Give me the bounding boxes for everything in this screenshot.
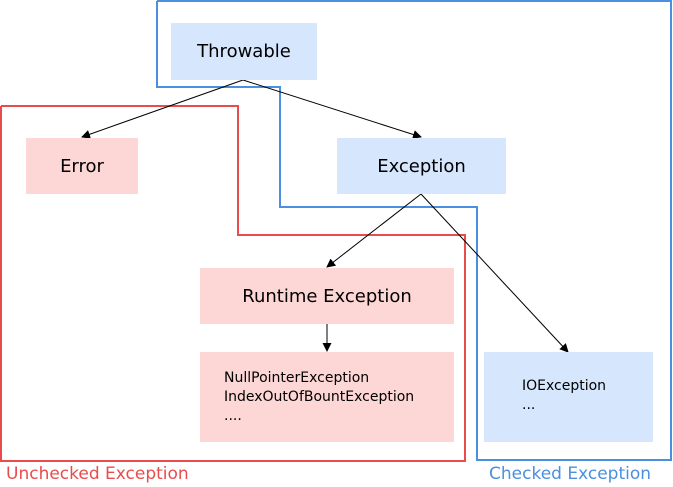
throwable-label: Throwable — [197, 41, 291, 62]
runtime-exception-node: Runtime Exception — [200, 268, 454, 324]
arrow-throwable-to-error — [81, 79, 244, 139]
unchecked-region-label: Unchecked Exception — [6, 464, 189, 484]
checked-region-border — [156, 0, 672, 461]
unchecked-exceptions-list: NullPointerException IndexOutOfBountExce… — [200, 352, 454, 442]
list-item: NullPointerException — [224, 370, 370, 386]
exception-node: Exception — [337, 138, 506, 194]
checked-region-label: Checked Exception — [489, 464, 652, 484]
list-item: IndexOutOfBountException — [224, 389, 415, 405]
list-item: ... — [522, 397, 536, 413]
exception-label: Exception — [377, 155, 466, 177]
error-node: Error — [26, 138, 138, 194]
error-label: Error — [60, 155, 104, 177]
arrow-throwable-to-exception — [242, 79, 422, 139]
list-item: .... — [224, 408, 242, 424]
runtime-exception-label: Runtime Exception — [242, 285, 412, 307]
checked-exceptions-list: IOException ... — [484, 352, 653, 442]
arrow-exception-to-runtime — [326, 193, 422, 268]
unchecked-region-border — [0, 105, 466, 462]
throwable-node: Throwable — [171, 23, 317, 80]
arrow-exception-to-ioexception — [420, 193, 569, 353]
list-item: IOException — [522, 378, 607, 394]
